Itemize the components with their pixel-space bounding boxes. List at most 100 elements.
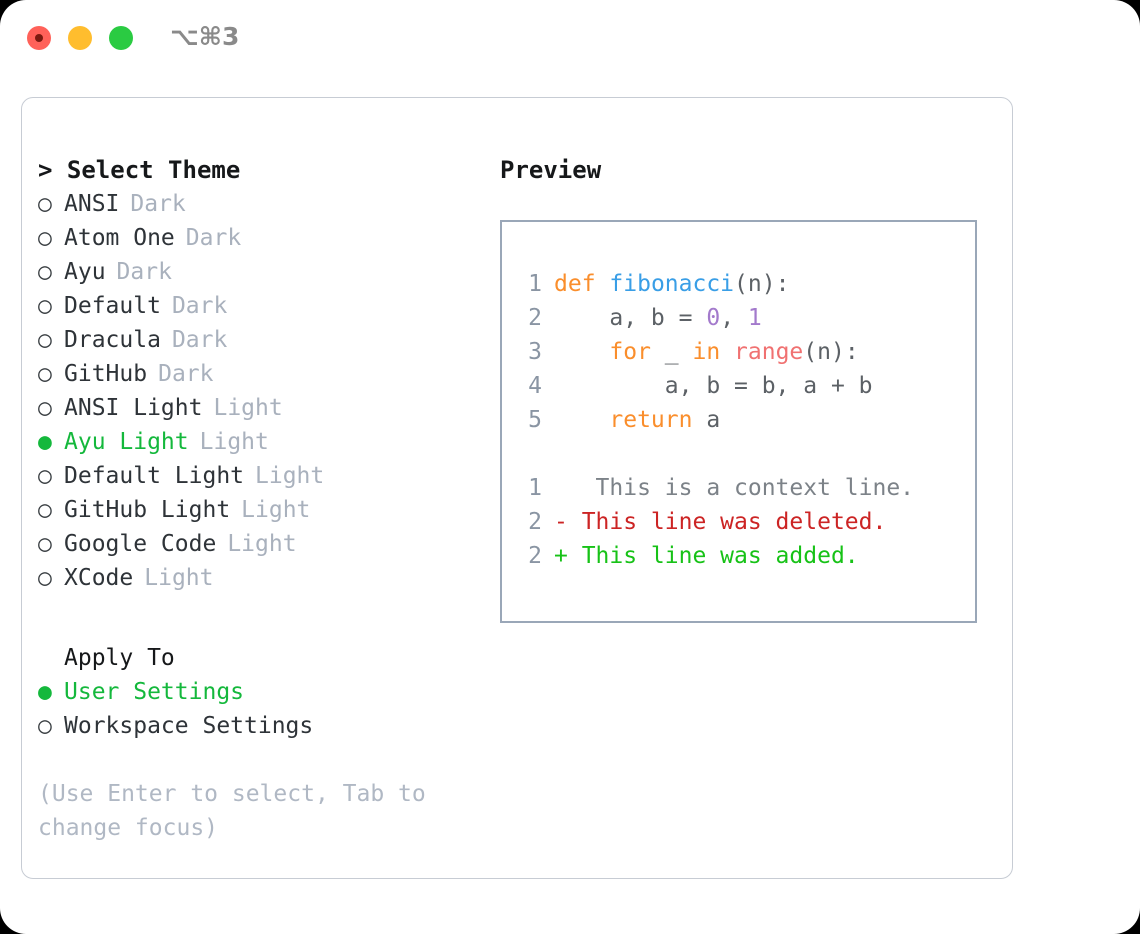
radio-unselected-icon: ○: [38, 361, 52, 387]
theme-option-variant-tag: Dark: [116, 259, 172, 285]
code-token: (n):: [734, 271, 790, 297]
theme-option-label: Default: [64, 293, 161, 319]
apply-to-option-label: User Settings: [64, 679, 245, 705]
code-token: [554, 339, 609, 365]
code-token: 1: [747, 305, 762, 331]
keyboard-shortcut-label: ⌥⌘3: [170, 22, 240, 51]
theme-option-label: Default Light: [64, 463, 245, 489]
diff-line-text: + This line was added.: [554, 543, 859, 569]
diff-sample: 1 This is a context line. 2 - This line wa…: [516, 471, 914, 573]
code-token: for: [609, 339, 651, 365]
radio-unselected-icon: ○: [38, 259, 52, 285]
code-token: a, b =: [554, 305, 707, 331]
code-line: 5 return a: [516, 403, 873, 437]
radio-unselected-icon: ○: [38, 497, 52, 523]
apply-to-list: ● User Settings ○ Workspace Settings: [38, 675, 478, 743]
preview-title: Preview: [500, 156, 602, 184]
theme-option[interactable]: ○ XCode Light: [38, 561, 478, 595]
theme-option-label: Ayu Light: [64, 429, 189, 455]
diff-line: 1 This is a context line.: [516, 471, 914, 505]
theme-option-label: Dracula: [64, 327, 161, 353]
theme-option-label: ANSI Light: [64, 395, 203, 421]
code-token: [554, 407, 609, 433]
radio-unselected-icon: ○: [38, 327, 52, 353]
theme-option[interactable]: ○ GitHub Dark: [38, 357, 478, 391]
title-bar: ⌥⌘3: [0, 0, 1140, 76]
theme-option-label: XCode: [64, 565, 134, 591]
apply-to-option[interactable]: ● User Settings: [38, 675, 478, 709]
theme-option[interactable]: ○ Default Dark: [38, 289, 478, 323]
radio-unselected-icon: ○: [38, 191, 52, 217]
code-token: range: [734, 339, 804, 365]
theme-option-variant-tag: Light: [241, 497, 311, 523]
line-number: 4: [528, 373, 542, 399]
apply-to-option[interactable]: ○ Workspace Settings: [38, 709, 478, 743]
radio-unselected-icon: ○: [38, 713, 52, 739]
line-number: 3: [528, 339, 542, 365]
apply-to-option-label: Workspace Settings: [64, 713, 314, 739]
radio-unselected-icon: ○: [38, 463, 52, 489]
code-token: 0: [706, 305, 721, 331]
code-line: 3 for _ in range(n):: [516, 335, 873, 369]
code-token: [720, 339, 734, 365]
theme-option-variant-tag: Dark: [171, 293, 228, 319]
line-number: 5: [528, 407, 542, 433]
section-spacer: [38, 595, 478, 641]
code-token: (n):: [803, 339, 859, 365]
zoom-button[interactable]: [109, 26, 133, 50]
radio-selected-icon: ●: [38, 429, 52, 455]
theme-option[interactable]: ○ GitHub Light Light: [38, 493, 478, 527]
theme-option-variant-tag: Light: [144, 565, 214, 591]
code-token: fibonacci: [609, 271, 735, 297]
theme-option-label: ANSI: [64, 191, 120, 217]
theme-option[interactable]: ○ Ayu Dark: [38, 255, 478, 289]
theme-option-label: Google Code: [64, 531, 217, 557]
code-token: a: [692, 407, 721, 433]
theme-option[interactable]: ● Ayu Light Light: [38, 425, 478, 459]
select-theme-heading: > Select Theme: [38, 156, 241, 184]
close-button[interactable]: [27, 26, 51, 50]
code-token: ,: [720, 305, 748, 331]
line-number: 2: [528, 509, 542, 535]
line-number: 1: [528, 271, 542, 297]
diff-line-text: - This line was deleted.: [554, 509, 887, 535]
apply-to-heading: Apply To: [64, 645, 175, 671]
radio-unselected-icon: ○: [38, 293, 52, 319]
theme-option-label: Ayu: [64, 259, 106, 285]
radio-unselected-icon: ○: [38, 565, 52, 591]
radio-selected-icon: ●: [38, 679, 52, 705]
theme-option-variant-tag: Dark: [158, 361, 214, 387]
theme-option-label: GitHub Light: [64, 497, 231, 523]
code-token: _: [650, 339, 693, 365]
radio-unselected-icon: ○: [38, 531, 52, 557]
code-line: 2 a, b = 0, 1: [516, 301, 873, 335]
traffic-lights: [27, 26, 133, 50]
code-line: 4 a, b = b, a + b: [516, 369, 872, 403]
code-token: [596, 271, 610, 297]
minimize-button[interactable]: [68, 26, 92, 50]
theme-option-variant-tag: Light: [255, 463, 325, 489]
theme-option[interactable]: ○ Default Light Light: [38, 459, 478, 493]
theme-option-variant-tag: Light: [199, 429, 269, 455]
theme-option-variant-tag: Dark: [171, 327, 228, 353]
theme-option[interactable]: ○ Dracula Dark: [38, 323, 478, 357]
theme-option-variant-tag: Dark: [185, 225, 242, 251]
diff-line: 2+ This line was added.: [516, 539, 914, 573]
radio-unselected-icon: ○: [38, 225, 52, 251]
radio-unselected-icon: ○: [38, 395, 52, 421]
theme-option-label: GitHub: [64, 361, 148, 387]
line-number: 1: [528, 475, 542, 501]
diff-line-text: This is a context line.: [554, 475, 915, 501]
keyboard-hint: (Use Enter to select, Tab to change focu…: [38, 781, 426, 841]
